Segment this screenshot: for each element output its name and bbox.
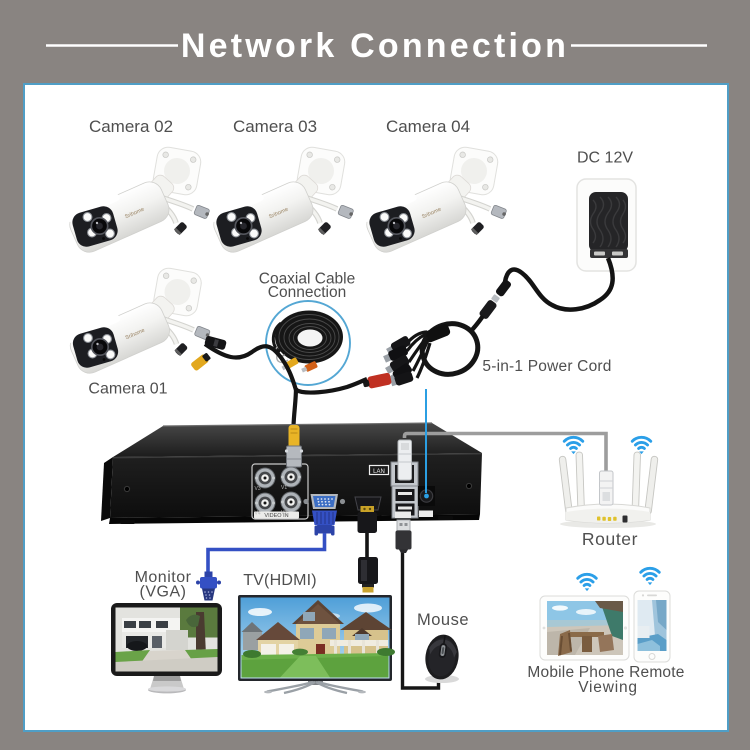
svg-text:Connection: Connection <box>268 284 346 301</box>
svg-text:Monitor: Monitor <box>135 569 192 586</box>
svg-text:Camera 01: Camera 01 <box>88 381 167 398</box>
svg-text:VIDEO IN: VIDEO IN <box>264 513 288 519</box>
svg-text:V2: V2 <box>281 510 287 516</box>
svg-text:TV(HDMI): TV(HDMI) <box>243 572 317 589</box>
svg-text:(VGA): (VGA) <box>140 584 187 601</box>
svg-text:Mouse: Mouse <box>417 611 469 629</box>
svg-text:Coaxial Cable: Coaxial Cable <box>259 271 356 288</box>
svg-text:LAN: LAN <box>373 469 385 475</box>
svg-text:Router: Router <box>582 529 638 549</box>
svg-text:Camera 02: Camera 02 <box>89 117 173 136</box>
svg-text:V3: V3 <box>255 486 261 492</box>
svg-text:Network Connection: Network Connection <box>181 27 569 65</box>
svg-text:V1: V1 <box>281 485 287 491</box>
svg-text:Viewing: Viewing <box>578 679 638 696</box>
svg-text:DC 12V: DC 12V <box>577 150 633 167</box>
svg-text:Camera 04: Camera 04 <box>386 117 470 136</box>
svg-text:V4: V4 <box>255 511 261 517</box>
svg-text:Mobile Phone Remote: Mobile Phone Remote <box>527 664 684 681</box>
svg-text:Camera 03: Camera 03 <box>233 117 317 136</box>
svg-text:5-in-1 Power Cord: 5-in-1 Power Cord <box>482 358 611 375</box>
